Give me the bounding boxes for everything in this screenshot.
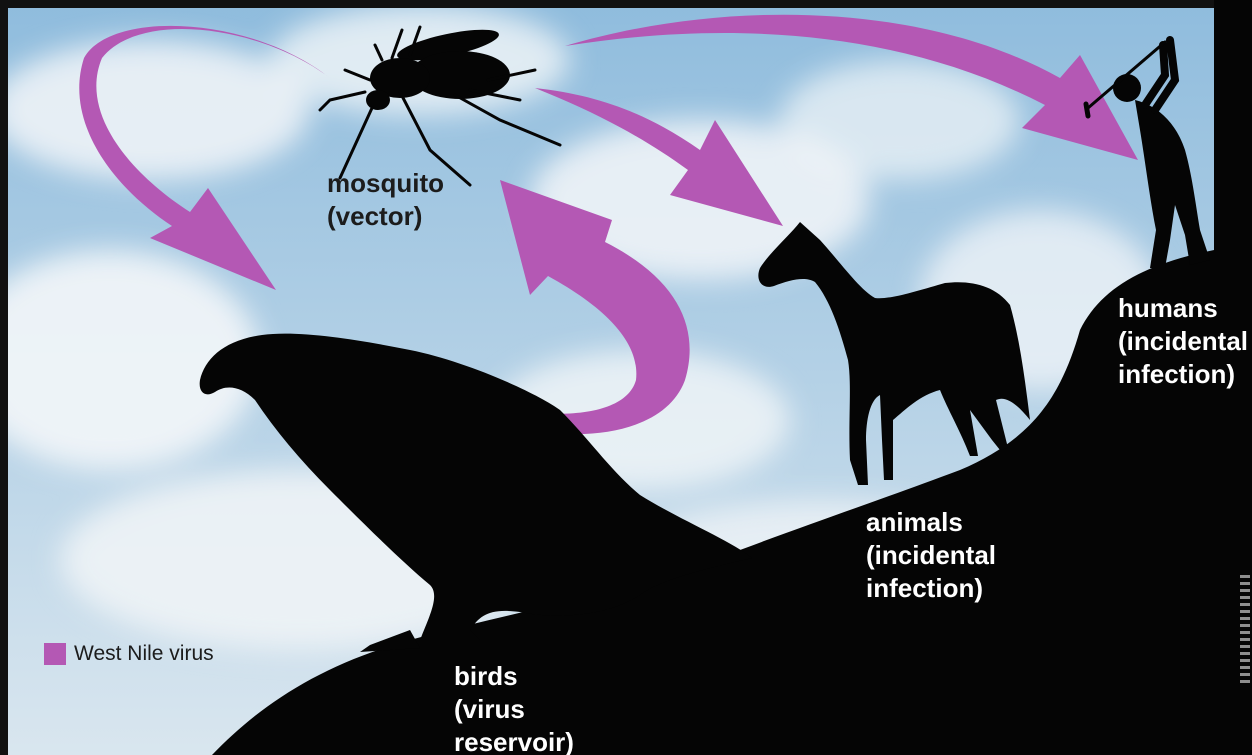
legend-label: West Nile virus — [74, 642, 214, 666]
legend: West Nile virus — [44, 642, 214, 666]
label-animals-line1: animals — [866, 506, 996, 539]
label-humans-line3: infection) — [1118, 358, 1248, 391]
label-birds-line3: reservoir) — [454, 726, 574, 755]
label-animals-line2: (incidental — [866, 539, 996, 572]
label-animals-line3: infection) — [866, 572, 996, 605]
label-humans: humans (incidental infection) — [1118, 292, 1248, 391]
label-humans-line2: (incidental — [1118, 325, 1248, 358]
image-credit-strip — [1240, 575, 1250, 685]
label-mosquito-line1: mosquito — [327, 167, 444, 200]
label-mosquito: mosquito (vector) — [327, 167, 444, 233]
label-mosquito-line2: (vector) — [327, 200, 444, 233]
label-birds-line2: (virus — [454, 693, 574, 726]
label-birds-line1: birds — [454, 660, 574, 693]
label-humans-line1: humans — [1118, 292, 1248, 325]
label-birds: birds (virus reservoir) — [454, 660, 574, 755]
legend-swatch — [44, 643, 66, 665]
frame-left — [0, 0, 8, 755]
frame-top — [0, 0, 1252, 8]
label-animals: animals (incidental infection) — [866, 506, 996, 605]
